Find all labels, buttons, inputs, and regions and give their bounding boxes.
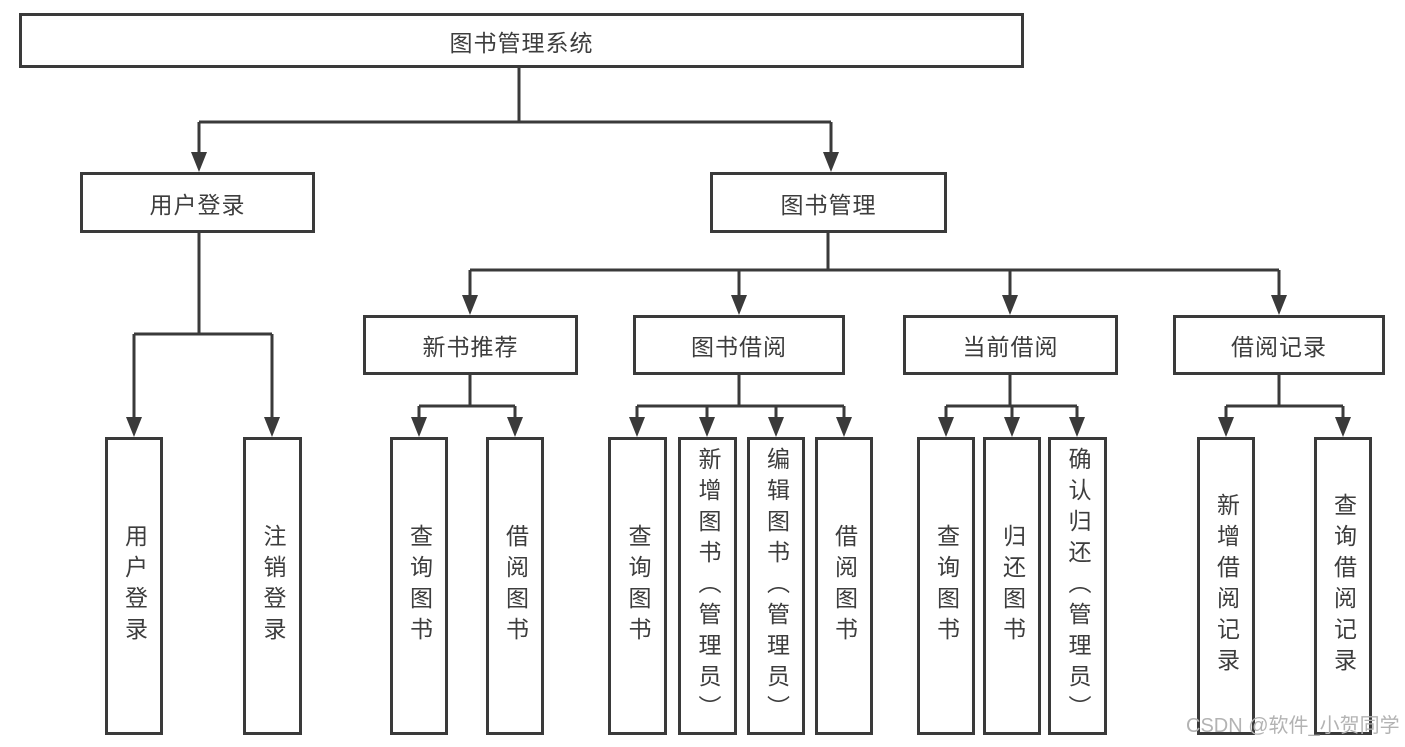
node-book-management: 图书管理 [710,172,947,233]
leaf-newbook-borrow-books-label: 借阅图书 [502,524,529,648]
leaf-user-login: 用户登录 [105,437,163,735]
arrowhead [411,417,427,437]
leaf-logout-label: 注销登录 [260,524,286,648]
leaf-borrow-add-books-admin: 新增图书（管理员） [678,437,737,735]
node-root: 图书管理系统 [19,13,1024,68]
leaf-borrow-edit-books-admin-label: 编辑图书（管理员） [763,446,790,726]
arrowhead [126,417,142,437]
leaf-borrow-add-books-admin-label: 新增图书（管理员） [695,446,721,726]
node-borrow-records: 借阅记录 [1173,315,1385,375]
node-borrow-records-label: 借阅记录 [1231,334,1327,360]
node-new-book-recommend-label: 新书推荐 [422,334,519,360]
node-book-borrow: 图书借阅 [633,315,845,375]
arrowhead [1271,295,1287,315]
leaf-user-login-label: 用户登录 [121,524,148,648]
arrowhead [1335,417,1351,437]
leaf-newbook-query-books-label: 查询图书 [406,524,433,648]
arrowhead [264,417,280,437]
leaf-borrow-borrow-books-label: 借阅图书 [831,524,858,648]
arrowhead [1002,295,1018,315]
leaf-records-query-record-label: 查询借阅记录 [1330,493,1357,679]
leaf-newbook-borrow-books: 借阅图书 [486,437,544,735]
arrowhead [462,295,478,315]
leaf-borrow-edit-books-admin: 编辑图书（管理员） [747,437,805,735]
node-book-borrow-label: 图书借阅 [691,334,787,360]
leaf-records-query-record: 查询借阅记录 [1314,437,1372,735]
arrowhead [1069,417,1085,437]
node-book-management-label: 图书管理 [780,191,877,218]
arrowhead [699,417,715,437]
node-user-login: 用户登录 [80,172,315,233]
arrowhead [191,152,207,172]
leaf-current-confirm-return-admin: 确认归还（管理员） [1048,437,1107,735]
leaf-borrow-query-books-label: 查询图书 [625,524,651,648]
leaf-current-query-books: 查询图书 [917,437,975,735]
leaf-borrow-query-books: 查询图书 [608,437,667,735]
leaf-current-confirm-return-admin-label: 确认归还（管理员） [1065,446,1091,726]
leaf-records-add-record-label: 新增借阅记录 [1213,493,1240,679]
leaf-newbook-query-books: 查询图书 [390,437,448,735]
leaf-logout: 注销登录 [243,437,302,735]
leaf-borrow-borrow-books: 借阅图书 [815,437,873,735]
node-current-borrow: 当前借阅 [903,315,1118,375]
arrowhead [836,417,852,437]
arrowhead [1004,417,1020,437]
arrowhead [823,152,839,172]
leaf-current-query-books-label: 查询图书 [933,524,960,648]
arrowhead [507,417,523,437]
arrowhead [938,417,954,437]
arrowhead [629,417,645,437]
arrowhead [768,417,784,437]
node-root-label: 图书管理系统 [449,29,594,56]
node-user-login-label: 用户登录 [149,191,246,218]
leaf-current-return-books: 归还图书 [983,437,1041,735]
leaf-current-return-books-label: 归还图书 [999,524,1026,648]
arrowhead [731,295,747,315]
node-current-borrow-label: 当前借阅 [962,334,1059,360]
node-new-book-recommend: 新书推荐 [363,315,578,375]
arrowhead [1218,417,1234,437]
csdn-watermark: CSDN @软件_小贺同学 [1186,715,1400,737]
leaf-records-add-record: 新增借阅记录 [1197,437,1255,735]
